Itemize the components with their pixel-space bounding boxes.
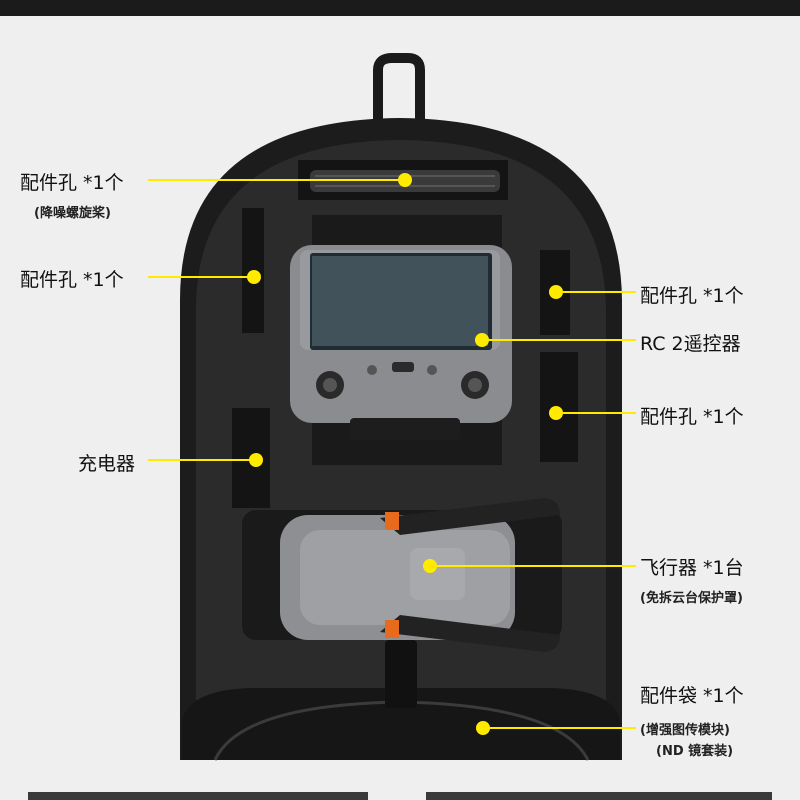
case-lower-pouch: [182, 688, 620, 760]
folded-drone: [280, 498, 560, 652]
case-bottom-strap: [385, 640, 417, 708]
callout-lines: [148, 173, 636, 735]
label-propeller-slot-sub: (降噪螺旋桨): [34, 206, 111, 221]
rc2-remote-controller: [290, 245, 512, 440]
next-image-strip-right: [426, 792, 772, 800]
label-left-slot: 配件孔 *1个: [20, 269, 124, 291]
label-charger: 充电器: [78, 453, 136, 475]
label-pouch: 配件袋 *1个: [640, 685, 744, 707]
label-pouch-sub2: (ND 镜套装): [656, 744, 734, 759]
label-propeller-slot: 配件孔 *1个: [20, 172, 124, 194]
label-aircraft: 飞行器 *1台: [640, 557, 744, 579]
label-aircraft-sub: (免拆云台保护罩): [640, 591, 743, 606]
case-top-handle: [373, 53, 425, 130]
label-right-slot-bottom: 配件孔 *1个: [640, 406, 744, 428]
top-banner-strip: [0, 0, 800, 16]
next-image-strip-left: [28, 792, 368, 800]
label-pouch-sub1: (增强图传模块): [640, 723, 730, 738]
label-rc2-remote: RC 2遥控器: [640, 333, 741, 355]
label-right-slot-top: 配件孔 *1个: [640, 285, 744, 307]
